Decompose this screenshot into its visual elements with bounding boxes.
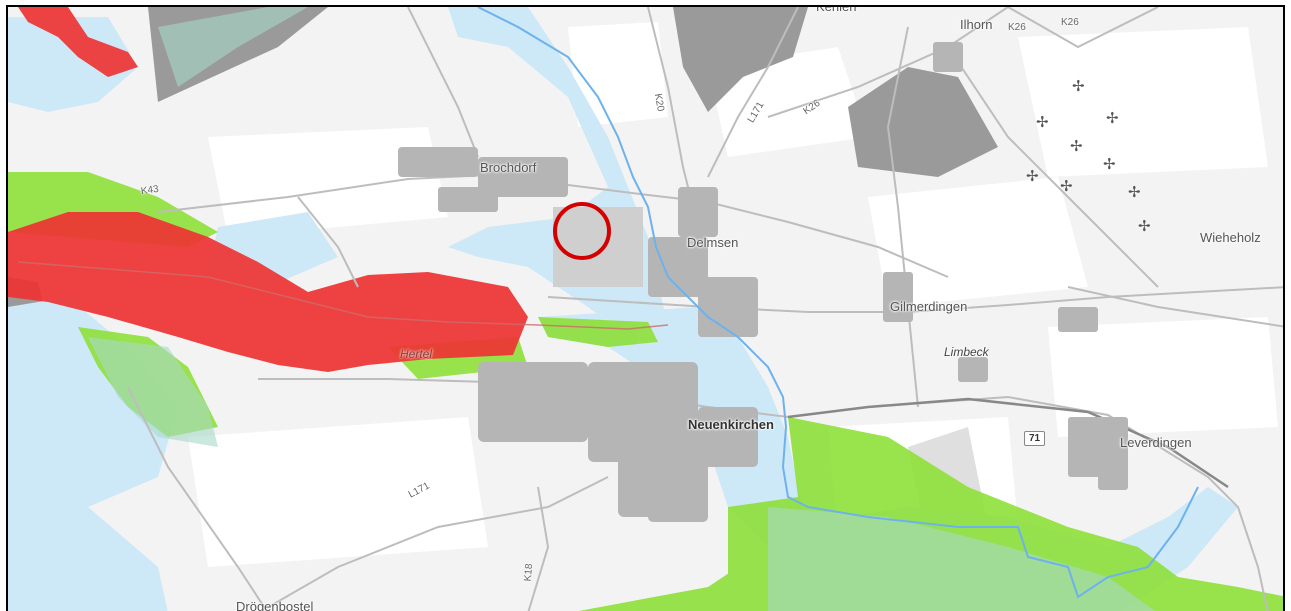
road-label-k26-top1: K26 bbox=[1008, 22, 1026, 33]
wind-turbine-icon: ✢ bbox=[1103, 156, 1116, 173]
place-label-brochdorf: Brochdorf bbox=[480, 160, 537, 175]
place-label-neuenkirchen: Neuenkirchen bbox=[688, 417, 774, 432]
road-b71 bbox=[787, 397, 1229, 489]
location-marker-circle[interactable] bbox=[553, 202, 611, 260]
road-label-k18: K18 bbox=[522, 563, 536, 582]
road-shield-b71: 71 bbox=[1024, 431, 1046, 446]
land-patches bbox=[188, 22, 1278, 567]
place-label-top-cut: Kehlen bbox=[816, 5, 857, 14]
wind-turbine-icon: ✢ bbox=[1128, 184, 1141, 201]
stream-line bbox=[17, 261, 669, 330]
wind-turbine-icon: ✢ bbox=[1036, 114, 1049, 131]
map-layers[interactable] bbox=[8, 7, 1285, 611]
wind-turbine-icon: ✢ bbox=[1070, 138, 1083, 155]
wind-turbine-icon: ✢ bbox=[1106, 110, 1119, 127]
road-label-k26-top2: K26 bbox=[1061, 17, 1079, 28]
map-canvas[interactable]: K43 K20 L171 K26 K26 K26 L171 K18 71 Keh… bbox=[6, 5, 1285, 611]
place-label-gilmerdingen: Gilmerdingen bbox=[890, 299, 968, 314]
place-label-ilhorn: Ilhorn bbox=[960, 17, 993, 32]
place-label-hertel: Hertel bbox=[400, 347, 433, 361]
river-line bbox=[477, 7, 1199, 599]
wind-turbine-icon: ✢ bbox=[1072, 78, 1085, 95]
green-zone-overlay bbox=[88, 7, 1156, 611]
wind-turbine-icon: ✢ bbox=[1138, 218, 1151, 235]
place-label-drogenbostel: Drögenbostel bbox=[236, 599, 314, 611]
roads bbox=[127, 7, 1283, 611]
place-label-delmsen: Delmsen bbox=[687, 235, 739, 250]
wind-turbine-icon: ✢ bbox=[1026, 168, 1039, 185]
place-label-leverdingen: Leverdingen bbox=[1120, 435, 1192, 450]
wind-turbine-icon: ✢ bbox=[1060, 178, 1073, 195]
place-label-wieheholz: Wieheholz bbox=[1200, 230, 1261, 245]
place-label-limbeck: Limbeck bbox=[944, 345, 989, 359]
